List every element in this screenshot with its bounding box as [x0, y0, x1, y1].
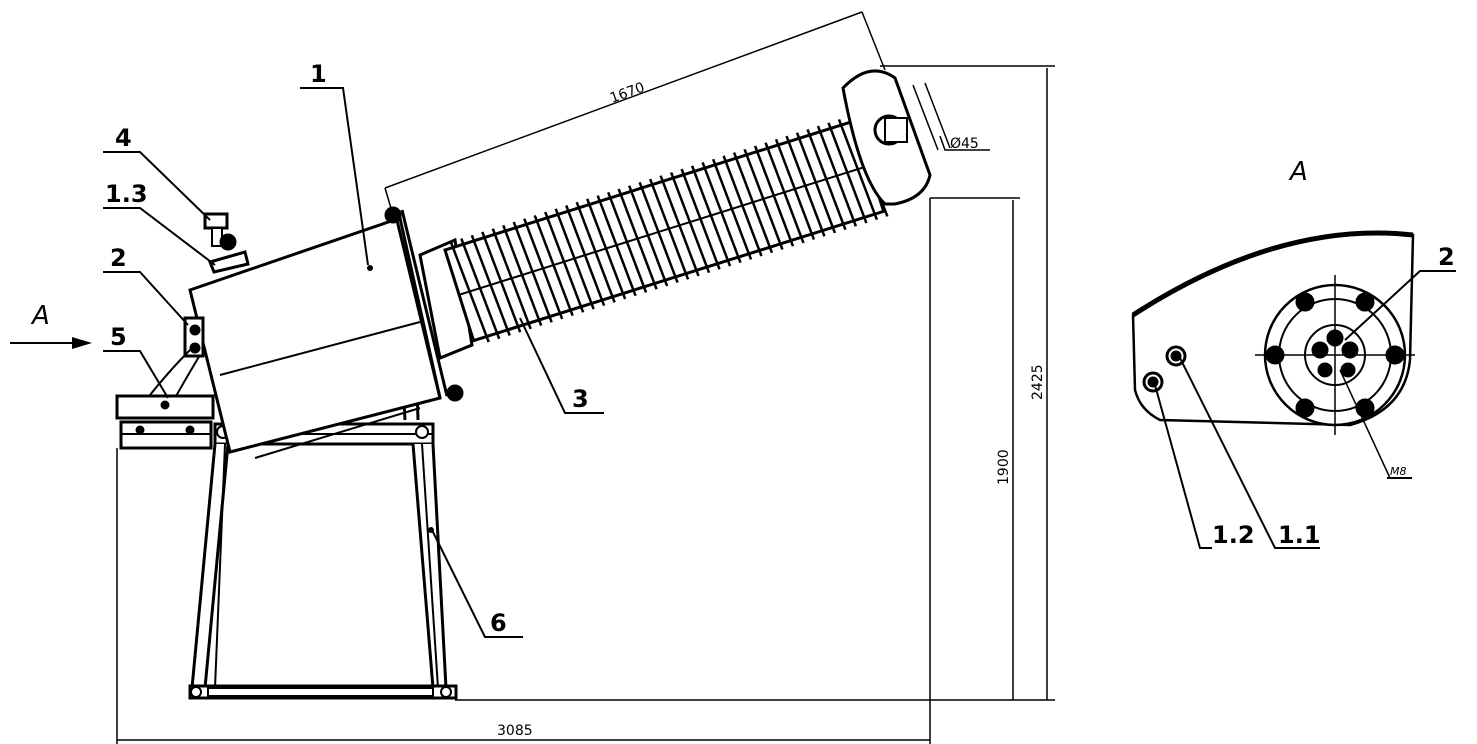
arrow-label: A	[30, 301, 50, 331]
stand	[188, 422, 458, 700]
view-label-1-2: 1.2	[1212, 521, 1255, 549]
dimension-lines	[116, 11, 1055, 744]
view-a	[1131, 230, 1415, 435]
label-1-3: 1.3	[105, 180, 148, 208]
dim-diameter: Ø45	[950, 136, 979, 152]
dim-2425: 2425	[1030, 364, 1046, 400]
dim-1670: 1670	[608, 80, 647, 107]
bushing	[443, 115, 889, 343]
label-1: 1	[310, 60, 327, 88]
view-label-2: 2	[1438, 243, 1455, 271]
view-title: A	[1288, 157, 1308, 187]
view-arrow	[10, 337, 92, 349]
label-4: 4	[115, 124, 132, 152]
view-label-1-1: 1.1	[1278, 521, 1321, 549]
label-6: 6	[490, 609, 507, 637]
dim-m8: M8	[1390, 465, 1407, 478]
terminal-cap	[841, 69, 951, 206]
dim-3085: 3085	[497, 723, 533, 739]
tank	[188, 216, 442, 459]
left-attachments	[115, 212, 250, 450]
leaders	[103, 87, 604, 638]
label-5: 5	[110, 323, 127, 351]
view-a-leaders	[1154, 270, 1456, 549]
label-2: 2	[110, 244, 127, 272]
label-3: 3	[572, 385, 589, 413]
dim-1900: 1900	[996, 449, 1012, 485]
